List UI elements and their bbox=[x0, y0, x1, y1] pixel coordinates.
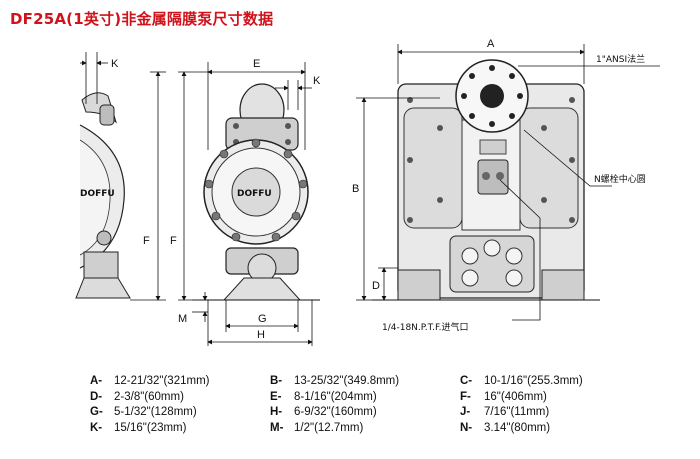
dim-value: 7/16"(11mm) bbox=[484, 406, 550, 418]
dimension-row: A-12-21/32"(321mm) B-13-25/32"(349.8mm) … bbox=[90, 374, 650, 390]
dim-key: B- bbox=[270, 375, 283, 387]
page-title: DF25A(1英寸)非金属隔膜泵尺寸数据 bbox=[10, 10, 274, 28]
dim-value: 6-9/32"(160mm) bbox=[294, 406, 377, 418]
callout-bolt-circle: N螺栓中心圆 bbox=[594, 173, 646, 185]
callout-flange: 1"ANSI法兰 bbox=[596, 53, 645, 65]
dim-label-h: H bbox=[257, 329, 265, 341]
side-view: DOFFU K F bbox=[75, 52, 166, 301]
dim-label-a: A bbox=[487, 38, 495, 50]
dim-label-g: G bbox=[258, 313, 267, 325]
dim-label-m: M bbox=[178, 313, 187, 325]
dim-key: H- bbox=[270, 406, 283, 418]
dim-key: J- bbox=[460, 406, 471, 418]
dim-label-d: D bbox=[372, 280, 380, 292]
dim-label-f-side: F bbox=[143, 235, 150, 247]
dim-value: 2-3/8"(60mm) bbox=[114, 390, 184, 403]
dim-label-k: K bbox=[111, 58, 119, 70]
dim-key: M- bbox=[270, 421, 284, 434]
callout-air-inlet: 1/4-18N.P.T.F.进气口 bbox=[382, 321, 469, 333]
dim-key: G- bbox=[90, 406, 103, 418]
dim-label-e: E bbox=[253, 58, 260, 70]
dim-label-k-front: K bbox=[313, 75, 321, 87]
dimension-table: A-12-21/32"(321mm) B-13-25/32"(349.8mm) … bbox=[90, 374, 650, 436]
dim-key: N- bbox=[460, 421, 473, 434]
dimension-row: G- 5-1/32"(128mm) H- 6-9/32"(160mm) J- 7/16… bbox=[90, 405, 650, 421]
dim-value: 10-1/16"(255.3mm) bbox=[484, 375, 583, 387]
dim-value: 1/2"(12.7mm) bbox=[294, 421, 364, 434]
dim-value: 13-25/32"(349.8mm) bbox=[294, 375, 400, 387]
pump-dimension-drawing: DOFFU K F DOFFU bbox=[75, 38, 660, 346]
dim-key: K- bbox=[90, 421, 103, 434]
dim-key: A- bbox=[90, 375, 103, 387]
dimension-row: D- 2-3/8"(60mm) E- 8-1/16"(204mm) F- 16"(40… bbox=[90, 390, 650, 406]
dim-value: 12-21/32"(321mm) bbox=[114, 375, 210, 387]
dim-key: D- bbox=[90, 390, 103, 403]
dim-value: 16"(406mm) bbox=[484, 390, 547, 403]
dim-value: 15/16"(23mm) bbox=[114, 421, 187, 434]
dim-value: 8-1/16"(204mm) bbox=[294, 390, 377, 403]
dim-label-b: B bbox=[352, 183, 359, 195]
dim-key: C- bbox=[460, 375, 473, 387]
side-logo: DOFFU bbox=[80, 189, 115, 199]
front-view: DOFFU E K F M G H bbox=[170, 58, 321, 346]
dim-label-f-front: F bbox=[170, 235, 177, 247]
dim-key: F- bbox=[460, 390, 471, 403]
front-logo: DOFFU bbox=[237, 189, 272, 199]
dim-value: 5-1/32"(128mm) bbox=[114, 406, 197, 418]
top-view: A B D 1"ANSI法兰 N螺栓中心圆 1/4-18N.P.T.F.进气口 bbox=[352, 38, 660, 333]
dim-value: 3.14"(80mm) bbox=[484, 421, 551, 434]
dim-key: E- bbox=[270, 390, 282, 403]
dimension-row: K- 15/16"(23mm) M- 1/2"(12.7mm) N- 3.14"(80… bbox=[90, 421, 650, 437]
